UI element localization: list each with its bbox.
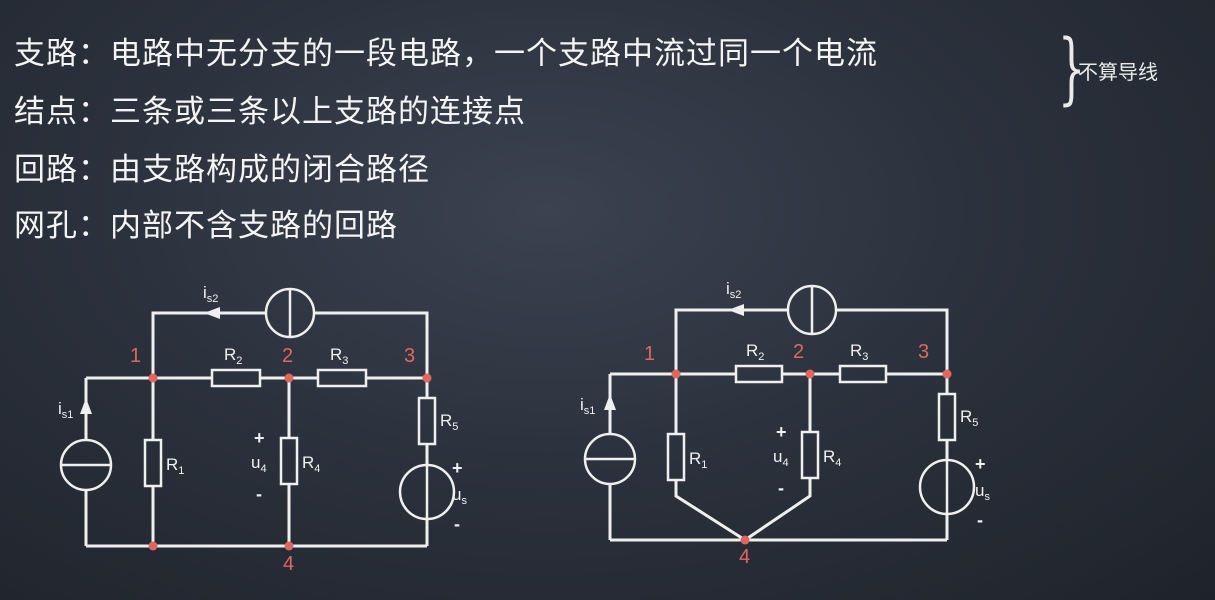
label-u4: u4 xyxy=(773,447,789,469)
wire xyxy=(674,480,746,542)
label-r3: R3 xyxy=(330,345,348,367)
minus-sign: - xyxy=(977,510,983,530)
term-node: 结点 xyxy=(14,94,78,130)
definition-text-loop: 由支路构成的闭合路径 xyxy=(110,152,430,188)
definition-text-mesh: 内部不含支路的回路 xyxy=(110,208,398,244)
plus-sign: + xyxy=(776,422,787,442)
label-r5: R5 xyxy=(960,407,978,429)
voltage-source-us xyxy=(918,458,976,516)
label-r4: R4 xyxy=(302,453,320,475)
node-dot xyxy=(740,535,750,545)
label-is2: is2 xyxy=(203,283,218,305)
node-dot xyxy=(148,541,158,551)
resistor-r1 xyxy=(143,438,163,488)
label-is1: is1 xyxy=(58,399,73,421)
node-label-2: 2 xyxy=(793,341,804,363)
definition-branch: 支路：电路中无分支的一段电路，一个支路中流过同一个电流 xyxy=(14,28,878,73)
current-source-is1 xyxy=(583,432,637,486)
resistor-r3 xyxy=(316,368,368,388)
label-is2: is2 xyxy=(726,279,741,301)
arrow-up-icon xyxy=(80,398,92,414)
node-dot xyxy=(805,369,815,379)
node-dot xyxy=(284,373,294,383)
resistor-r4 xyxy=(800,430,820,480)
definition-text-branch: 电路中无分支的一段电路，一个支路中流过同一个电流 xyxy=(110,36,878,72)
node-dot xyxy=(942,369,952,379)
node-label-4: 4 xyxy=(283,553,294,575)
separator: ： xyxy=(78,94,110,130)
node-label-1: 1 xyxy=(130,345,141,367)
term-loop: 回路 xyxy=(14,152,78,188)
node-dot xyxy=(148,373,158,383)
resistor-r2 xyxy=(734,364,784,384)
brace-note: 不算导线 xyxy=(1078,60,1158,84)
term-branch: 支路 xyxy=(14,36,78,72)
wire xyxy=(836,308,949,374)
label-r1: R1 xyxy=(166,455,184,477)
plus-sign: + xyxy=(452,458,463,478)
voltage-source-us xyxy=(398,463,456,521)
arrow-left-icon xyxy=(204,307,220,319)
minus-sign: - xyxy=(778,478,784,498)
wire xyxy=(674,308,788,374)
definition-text-node: 三条或三条以上支路的连接点 xyxy=(110,94,526,130)
definition-mesh: 网孔：内部不含支路的回路 xyxy=(14,200,398,245)
resistor-r5 xyxy=(937,392,957,442)
label-r2: R2 xyxy=(224,345,242,367)
node-dot xyxy=(671,369,681,379)
circuit-diagram-left: 1 2 3 4 is2 is1 R2 R3 R1 R4 R5 u4 us + -… xyxy=(58,283,467,575)
definition-loop: 回路：由支路构成的闭合路径 xyxy=(14,144,430,189)
separator: ： xyxy=(78,208,110,244)
arrow-left-icon xyxy=(728,304,744,316)
current-source-is2 xyxy=(786,284,838,336)
plus-sign: + xyxy=(254,428,265,448)
current-source-is2 xyxy=(264,287,316,339)
node-label-4: 4 xyxy=(739,546,750,568)
resistor-r1 xyxy=(666,432,686,482)
label-us: us xyxy=(452,485,467,507)
label-r1: R1 xyxy=(689,449,707,471)
minus-sign: - xyxy=(454,514,460,534)
current-source-is1 xyxy=(59,438,113,492)
separator: ： xyxy=(78,36,110,72)
wire xyxy=(314,311,429,378)
label-r4: R4 xyxy=(823,447,841,469)
resistor-r5 xyxy=(417,396,437,446)
resistor-r2 xyxy=(210,368,262,388)
node-label-2: 2 xyxy=(282,345,293,367)
plus-sign: + xyxy=(975,454,986,474)
label-r5: R5 xyxy=(440,411,458,433)
term-mesh: 网孔 xyxy=(14,208,78,244)
node-label-3: 3 xyxy=(918,341,929,363)
node-dot xyxy=(284,541,294,551)
label-us: us xyxy=(975,481,990,503)
minus-sign: - xyxy=(256,484,262,504)
resistor-r4 xyxy=(279,436,299,486)
node-label-3: 3 xyxy=(404,345,415,367)
label-is1: is1 xyxy=(580,395,595,417)
separator: ： xyxy=(78,152,110,188)
resistor-r3 xyxy=(838,364,888,384)
wire xyxy=(744,478,812,542)
wire xyxy=(151,311,266,378)
arrow-up-icon xyxy=(604,394,616,410)
label-r3: R3 xyxy=(850,341,868,363)
curly-brace-icon: } xyxy=(1058,24,1086,114)
definition-node: 结点：三条或三条以上支路的连接点 xyxy=(14,86,526,131)
node-label-1: 1 xyxy=(644,343,655,365)
label-r2: R2 xyxy=(746,341,764,363)
node-dot xyxy=(422,373,432,383)
label-u4: u4 xyxy=(251,453,267,475)
